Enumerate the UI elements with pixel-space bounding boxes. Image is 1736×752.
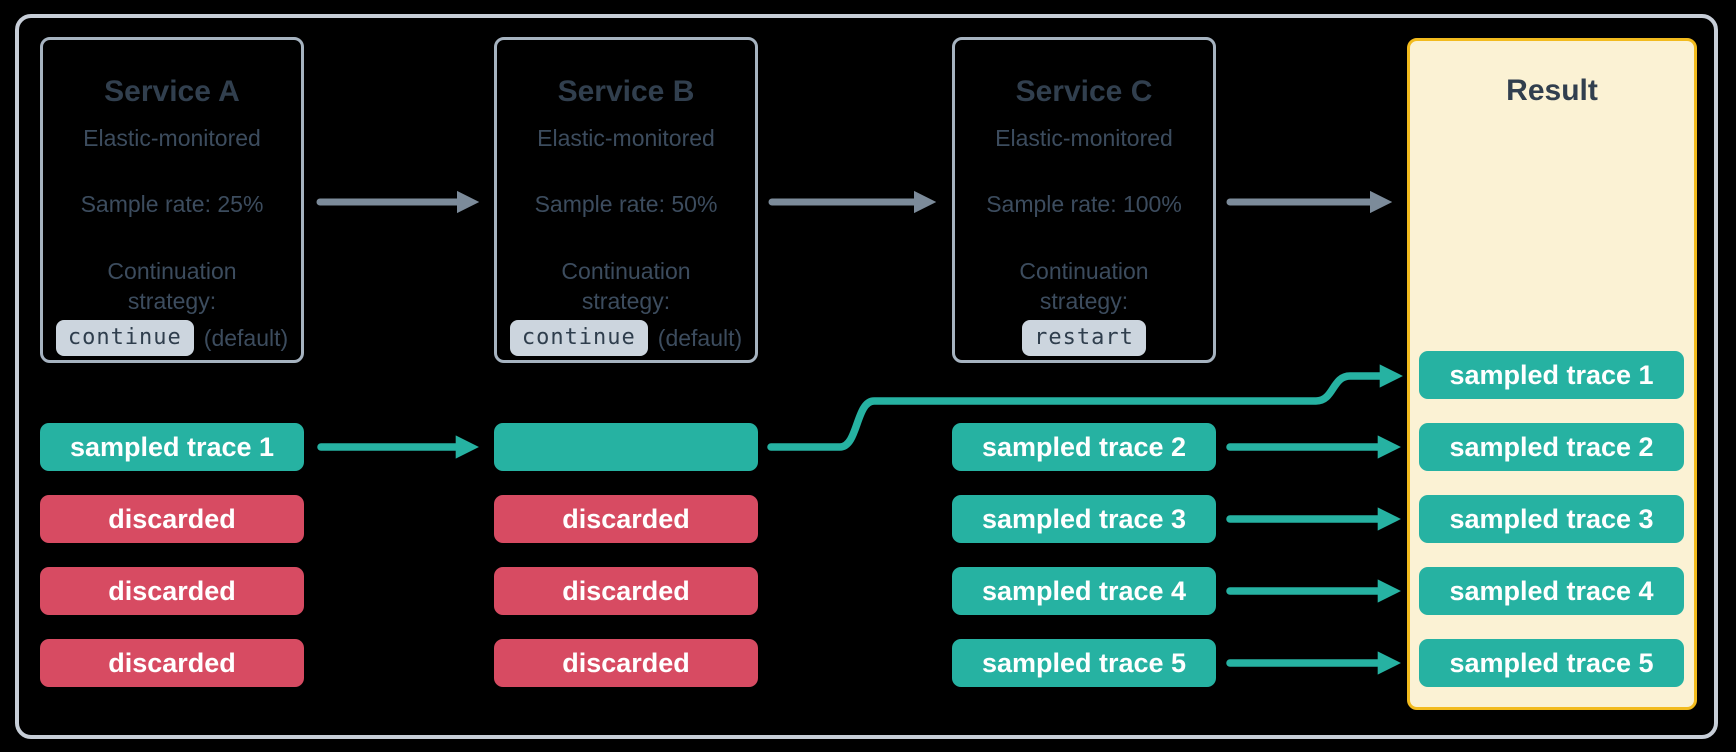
result-trace-pill-5: sampled trace 5 <box>1419 639 1684 687</box>
result-trace-pill-2: sampled trace 2 <box>1419 423 1684 471</box>
service-c-title: Service C <box>1015 75 1153 108</box>
service-b-continuation-label: Continuation strategy: <box>561 258 691 314</box>
service-c-sample-rate: Sample rate: 100% <box>986 191 1182 217</box>
service-a-strategy-default-note: (default) <box>203 324 289 351</box>
service-b-discarded-pill-2: discarded <box>494 567 758 615</box>
service-b-strategy-row: continue (default) <box>509 320 743 356</box>
service-b-box: Service B Elastic-monitored Sample rate:… <box>494 37 758 363</box>
result-title: Result <box>1506 74 1598 107</box>
service-a-continuation-label: Continuation strategy: <box>107 258 237 314</box>
service-b-strategy-default-note: (default) <box>657 324 743 351</box>
service-a-title: Service A <box>104 75 240 108</box>
service-c-trace-pill-2: sampled trace 2 <box>952 423 1216 471</box>
service-a-discarded-pill-1: discarded <box>40 495 304 543</box>
service-a-strategy-code-badge: continue <box>55 320 194 356</box>
service-c-continuation-label: Continuation strategy: <box>1019 258 1149 314</box>
service-a-discarded-pill-2: discarded <box>40 567 304 615</box>
service-b-trace-pill-unlabeled <box>494 423 758 471</box>
service-a-strategy-row: continue (default) <box>55 320 289 356</box>
service-a-sample-rate: Sample rate: 25% <box>80 191 264 217</box>
service-b-sample-rate: Sample rate: 50% <box>534 191 718 217</box>
service-a-trace-pill-1: sampled trace 1 <box>40 423 304 471</box>
result-trace-pill-1: sampled trace 1 <box>1419 351 1684 399</box>
service-c-monitoring: Elastic-monitored <box>995 125 1173 151</box>
service-b-discarded-pill-1: discarded <box>494 495 758 543</box>
service-c-trace-pill-3: sampled trace 3 <box>952 495 1216 543</box>
service-a-box: Service A Elastic-monitored Sample rate:… <box>40 37 304 363</box>
service-b-strategy-code-badge: continue <box>509 320 648 356</box>
service-c-strategy-code-badge: restart <box>1022 320 1146 356</box>
service-a-monitoring: Elastic-monitored <box>83 125 261 151</box>
service-c-box: Service C Elastic-monitored Sample rate:… <box>952 37 1216 363</box>
service-a-discarded-pill-3: discarded <box>40 639 304 687</box>
diagram-outer-frame <box>15 14 1718 739</box>
service-b-discarded-pill-3: discarded <box>494 639 758 687</box>
service-b-monitoring: Elastic-monitored <box>537 125 715 151</box>
service-c-trace-pill-4: sampled trace 4 <box>952 567 1216 615</box>
service-c-strategy-row: restart <box>1022 320 1146 356</box>
result-trace-pill-4: sampled trace 4 <box>1419 567 1684 615</box>
result-trace-pill-3: sampled trace 3 <box>1419 495 1684 543</box>
service-b-title: Service B <box>557 75 695 108</box>
service-c-trace-pill-5: sampled trace 5 <box>952 639 1216 687</box>
